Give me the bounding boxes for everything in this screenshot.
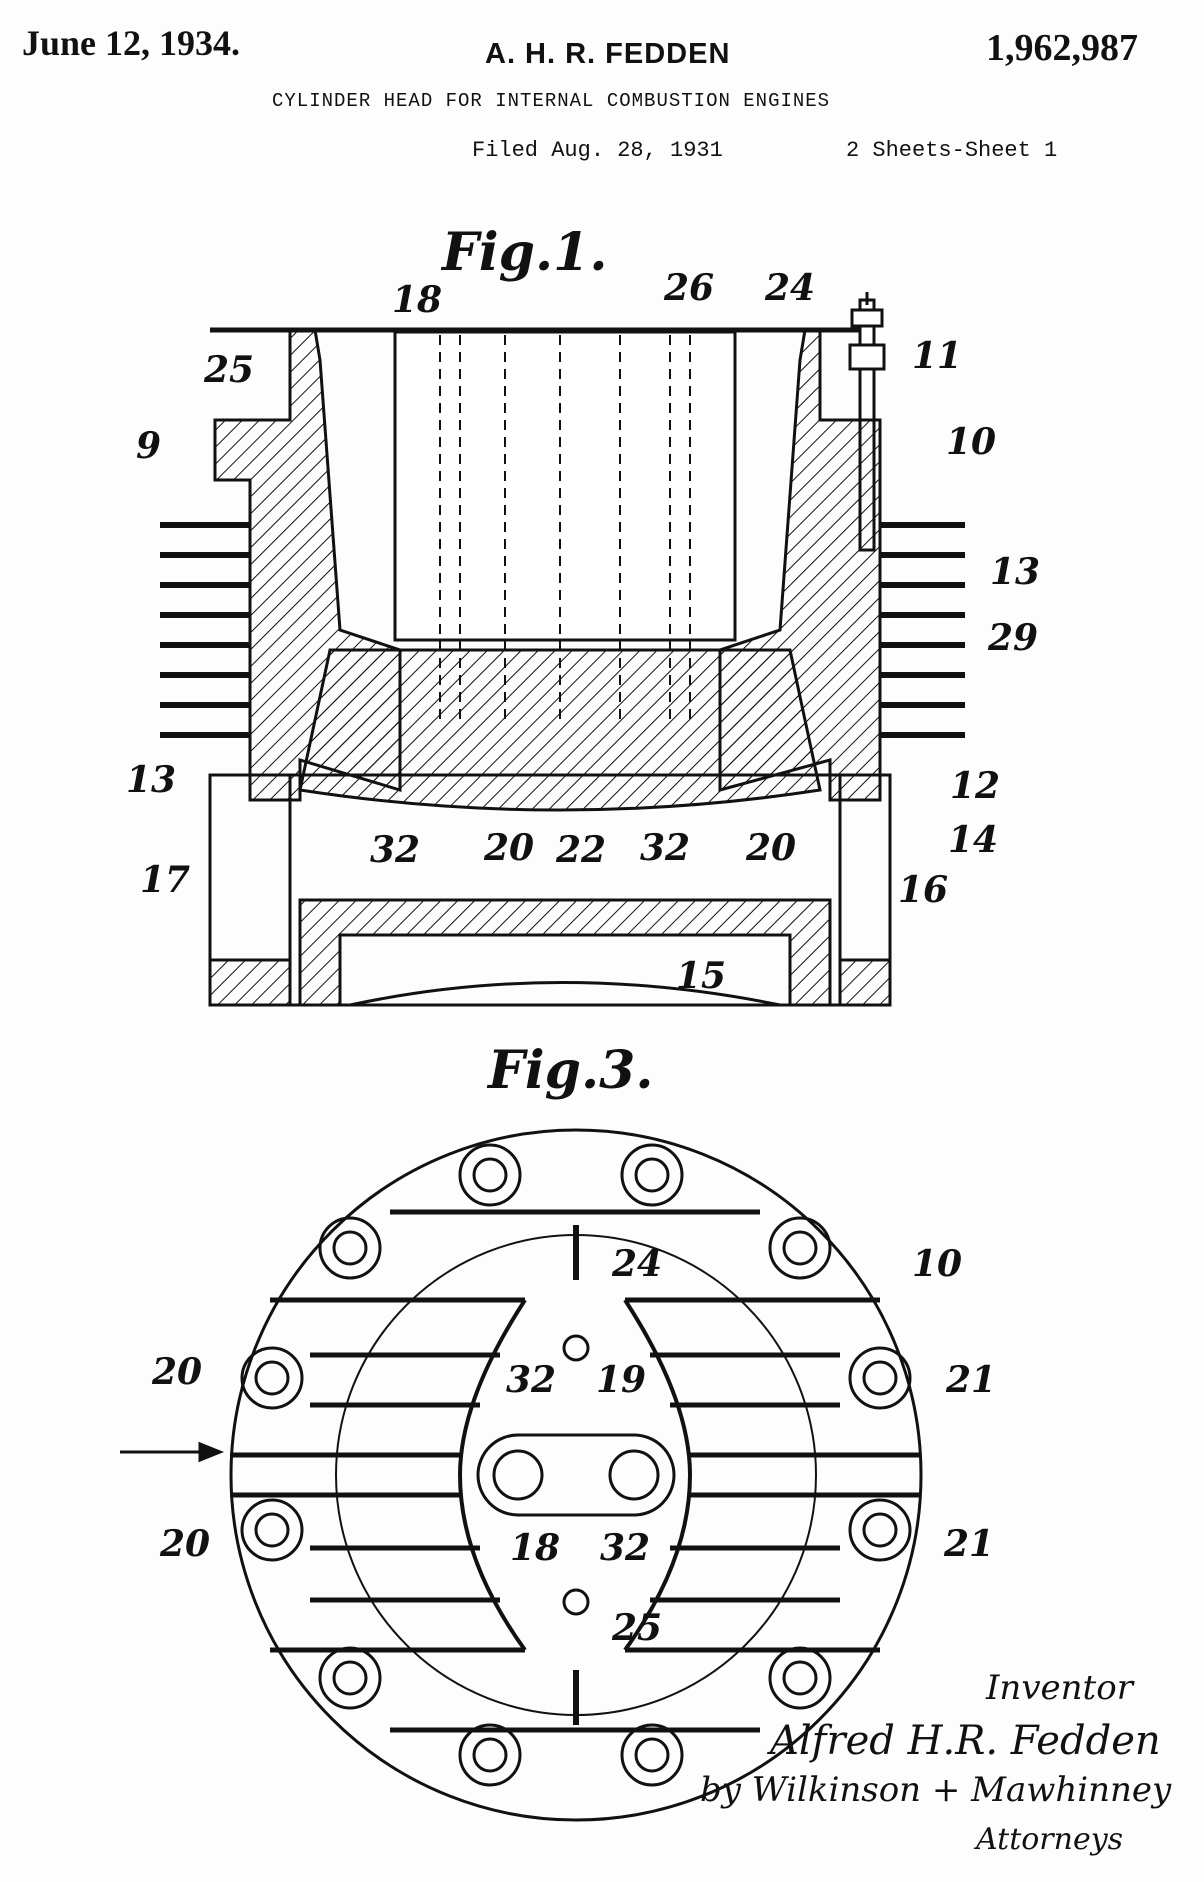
ref-14: 14 [948,819,998,861]
ref3-32-bottom: 32 [600,1527,650,1569]
fig1-refs: 18 26 24 25 11 9 10 13 29 13 12 14 17 16… [126,267,1040,997]
fig3-label: Fig.3. [488,1040,654,1101]
patent-title: CYLINDER HEAD FOR INTERNAL COMBUSTION EN… [272,90,831,112]
ref-15: 15 [676,955,726,997]
inventor-caption: Inventor [986,1668,1133,1708]
ref-10: 10 [946,421,996,463]
ref-12: 12 [950,765,1000,807]
sheet-count: 2 Sheets-Sheet 1 [846,138,1058,163]
inventor-signature: Alfred H.R. Fedden [770,1718,1161,1764]
ref-24: 24 [764,267,815,309]
ref-20-left: 20 [483,827,534,869]
ref-25: 25 [203,349,254,391]
patent-date: June 12, 1934. [22,23,241,63]
fig1-drawing [160,292,965,1007]
ref-18: 18 [392,279,442,321]
ref3-19: 19 [596,1359,646,1401]
fig3-refs: 24 10 20 32 19 21 18 32 20 21 25 [151,1243,996,1649]
ref3-20-bottom: 20 [159,1523,210,1565]
cooling-fins-right [880,522,965,738]
ref-29: 29 [987,617,1038,659]
patent-number: 1,962,987 [986,27,1138,69]
ref-9: 9 [136,425,161,467]
ref-11: 11 [912,335,962,377]
ref-13-right: 13 [990,551,1040,593]
attorneys-caption: Attorneys [976,1822,1124,1857]
filed-date: Filed Aug. 28, 1931 [472,138,723,163]
ref-32-left: 32 [370,829,420,871]
ref3-25: 25 [611,1607,662,1649]
ref3-32-top: 32 [506,1359,556,1401]
ref3-21-bottom: 21 [943,1523,994,1565]
ref3-24: 24 [611,1243,662,1285]
dashed-bores [439,335,691,720]
ref-22: 22 [555,829,606,871]
bolt-bosses [240,1143,912,1787]
ref-32-right: 32 [640,827,690,869]
fig3-fins [230,1209,920,1733]
ref3-18: 18 [510,1527,560,1569]
ref-13-left: 13 [126,759,176,801]
ref3-20-top: 20 [151,1351,202,1393]
ref-16: 16 [898,869,948,911]
cooling-fins-left [160,522,250,738]
ref3-10: 10 [912,1243,962,1285]
ref3-21-top: 21 [945,1359,996,1401]
ref-26: 26 [663,267,714,309]
fig3-drawing [120,1128,923,1822]
inventor-name: A. H. R. FEDDEN [485,38,731,70]
ref-20-right: 20 [745,827,796,869]
attorney-signature: by Wilkinson + Mawhinney [700,1770,1172,1810]
ref-17: 17 [140,859,190,901]
fig1-label: Fig.1. [442,222,608,283]
